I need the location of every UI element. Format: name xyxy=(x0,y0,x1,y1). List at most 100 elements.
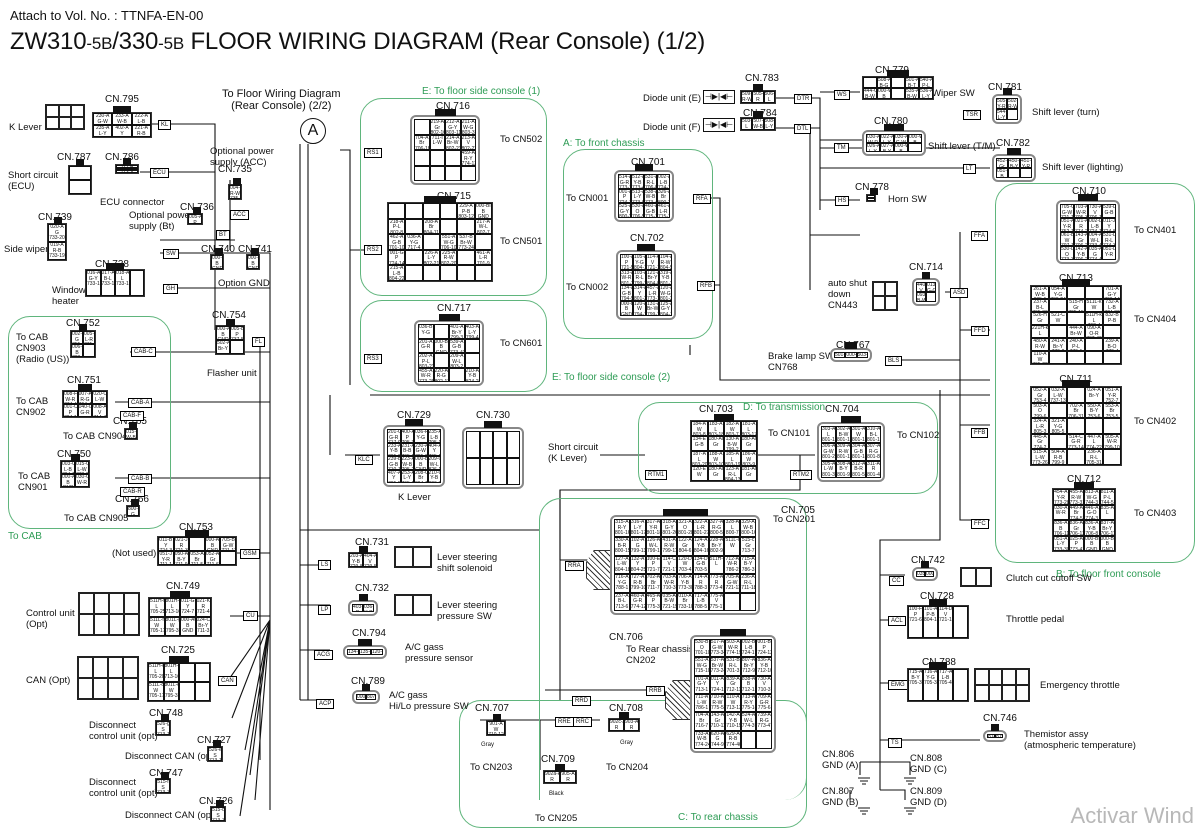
wire-tag-cn735[interactable]: ACC xyxy=(230,210,249,220)
connector-cn730[interactable] xyxy=(462,427,524,489)
connector-cn778[interactable] xyxy=(866,194,876,202)
wire-tag-cn704[interactable]: RTM2 xyxy=(790,470,813,480)
connector-cn738[interactable]: 016-A G-Y 733-16017-A B-L 733-17018-A L … xyxy=(85,269,145,297)
connector-cn726[interactable]: 515-d S 713-7 xyxy=(210,806,226,822)
connector-cn707[interactable]: 901-A W 710-12 xyxy=(486,720,506,736)
connector-cn783[interactable]: 509-B R-W 717-4505-A R 730-8506-A L 715-… xyxy=(740,90,776,104)
connector-cn766[interactable]: 800-A G 775-26 xyxy=(126,505,140,517)
connector-cn713[interactable]: 261-A W-B 805-1054-A Y-G 733-24701-A G-Y… xyxy=(1030,285,1122,365)
connector-cn750[interactable]: 003-C L-B 724-18015-C L-W 773-26000-A B … xyxy=(60,460,90,488)
wire-tag-cn746[interactable]: TS xyxy=(888,738,902,748)
wire-tag-cn706[interactable]: RRB xyxy=(646,686,665,696)
wire-tag-cn782[interactable]: LT xyxy=(963,164,976,174)
wire-tag-cn767[interactable]: BLS xyxy=(885,356,903,366)
wire-tag-cn728[interactable]: ACL xyxy=(888,616,906,626)
wire-tag-cn708[interactable]: RRD xyxy=(572,696,591,706)
connector-cn742[interactable]: 035-A L-W 802-13000-A B GND xyxy=(912,567,938,581)
connector-cn741[interactable]: 000-A B GND xyxy=(246,254,260,270)
wire-tag-cn780[interactable]: TM xyxy=(834,143,849,153)
wire-tag-cn701[interactable]: RFA xyxy=(693,194,711,204)
connector-cn795[interactable]: 230-A G-W 729-9233-A W-B 729-11222-A L-B… xyxy=(92,112,152,138)
wire-tag-cn795[interactable]: KL xyxy=(158,120,172,130)
wire-tag-cn752[interactable]: CAB-C xyxy=(131,347,156,357)
wire-tag-cn731[interactable]: LS xyxy=(318,560,332,570)
wire-tag-cn713[interactable]: FFD xyxy=(971,326,989,336)
connector-cn746[interactable]: 818-A Y 744-2819-A G-O 744-1 xyxy=(983,730,1007,742)
wire-tag-cn784[interactable]: DTL xyxy=(794,124,812,134)
wire-tag-cn750[interactable]: CAB-B xyxy=(128,474,153,484)
wire-tag-cn754[interactable]: FL xyxy=(252,337,266,347)
wire-tag-cn766[interactable]: CAB-R xyxy=(120,487,145,497)
wire-tag-cn709[interactable]: RRE xyxy=(555,717,574,727)
wire-tag-cn788[interactable]: EMG xyxy=(888,680,908,690)
wire-tag-cn742[interactable]: CC xyxy=(889,576,904,586)
wire-tag-cn751[interactable]: CAB-A xyxy=(128,398,153,408)
connector-cn747[interactable]: 515-f S 713-7 xyxy=(155,778,171,794)
connector-cn780[interactable]: 030-A W-R 801-13022-A L-Y 800-12030-A G-… xyxy=(862,130,926,156)
wire-tag-cn738[interactable]: GH xyxy=(163,284,178,294)
connector-cn787[interactable] xyxy=(68,165,92,195)
connector-cn789[interactable]: 000-BI B GND807-A L-W 744-10 xyxy=(352,690,380,704)
wire-tag-cn783[interactable]: DTR xyxy=(794,94,813,104)
reference-to-floor-diagram[interactable]: To Floor Wiring Diagram (Rear Console) (… xyxy=(222,88,341,112)
connector-cn735[interactable]: 004-A R-W 735-16 xyxy=(228,184,242,200)
connector-cn788[interactable]: 715-A B-Y 705-30716-A Y-G 705-39717-A L-… xyxy=(907,668,969,702)
wire-tag-cn729[interactable]: KLC xyxy=(355,455,373,465)
wire-tag-cn705[interactable]: RRA xyxy=(565,561,584,571)
wire-tag-cn779[interactable]: WS xyxy=(834,90,850,100)
wire-tag-cn711[interactable]: FFB xyxy=(971,428,989,438)
wire-tag-cn712[interactable]: FFC xyxy=(971,519,989,529)
wire-tag-cn749[interactable]: CU xyxy=(243,611,258,621)
wire-tag-cn786[interactable]: ECU xyxy=(150,168,169,178)
wire-tag-cn703[interactable]: RTM1 xyxy=(645,470,668,480)
connector-cn767[interactable]: 501-A Br-W 774-15000-A B GND503-A Y 773-… xyxy=(830,348,872,362)
wire-tag-cn716[interactable]: RS1 xyxy=(364,148,382,158)
connector-cn786[interactable]: 711-B L-W 706-19712-A B-R 705-24713-A W-… xyxy=(115,164,139,174)
wire-tag-cn789[interactable]: ACP xyxy=(316,699,335,709)
connector-cn748[interactable]: 526-g S 713-13 xyxy=(155,720,171,736)
connector-cn736[interactable]: 005-A P 737-15 xyxy=(187,213,203,225)
connector-cn784[interactable]: 503-C L 712-8507-A W-B 730-3508-A L-Y 73… xyxy=(740,117,776,131)
connector-cn740[interactable]: 000-A B GND xyxy=(210,254,224,270)
wire-tag-cn753[interactable]: GSM xyxy=(240,549,260,559)
wire-tag-cn739[interactable]: SW xyxy=(163,249,179,259)
wire-tag-cn736[interactable]: BT xyxy=(216,230,230,240)
wire-tag-cn715[interactable]: RS2 xyxy=(364,245,382,255)
connector-cn727[interactable]: 526-e S 713-12 xyxy=(207,746,223,762)
connector-cn710[interactable]: 705-C G-W 721-13703-A W-R 705-30730-A V … xyxy=(1056,200,1120,264)
wire-tag-cn714[interactable]: ASD xyxy=(950,288,969,298)
wire-tag-cn725[interactable]: CAN xyxy=(218,676,237,686)
wire-tag-cn794[interactable]: ACG xyxy=(314,650,334,660)
wire-tag-cn732[interactable]: LP xyxy=(318,605,332,615)
connector-cn794[interactable]: 134-B G-B 702-13135-A P 806-10120-B W 70… xyxy=(343,645,387,659)
wire-tag-cn778[interactable]: HS xyxy=(835,196,850,206)
connector-cn752[interactable]: 002-A G 755-3005-A L-R 771-2006-A B 733-… xyxy=(70,330,96,358)
connector-cn782[interactable]: 452-A Gr 773-11450-A B-Y 773-17451-C Y-R… xyxy=(992,154,1036,182)
connector-cn704[interactable]: 303-A L 801-15302-A B-W 801-13301-A W 80… xyxy=(817,422,885,482)
wire-tag-cn781[interactable]: TSR xyxy=(963,110,981,120)
connector-cn765[interactable]: 015-A W-B 773-24 xyxy=(124,428,138,440)
connector-cn714[interactable]: 440-A V 800-1013-A G-G 733-13093-A B-W 7… xyxy=(912,278,940,306)
connector-cn781[interactable]: 505-A Y-R 730-9502-A R-W 730-8544-A L-Y … xyxy=(992,94,1022,124)
connector-cn751[interactable]: 008-F W-R 774-44007-A R-G 764-45020-C L-… xyxy=(62,390,108,418)
